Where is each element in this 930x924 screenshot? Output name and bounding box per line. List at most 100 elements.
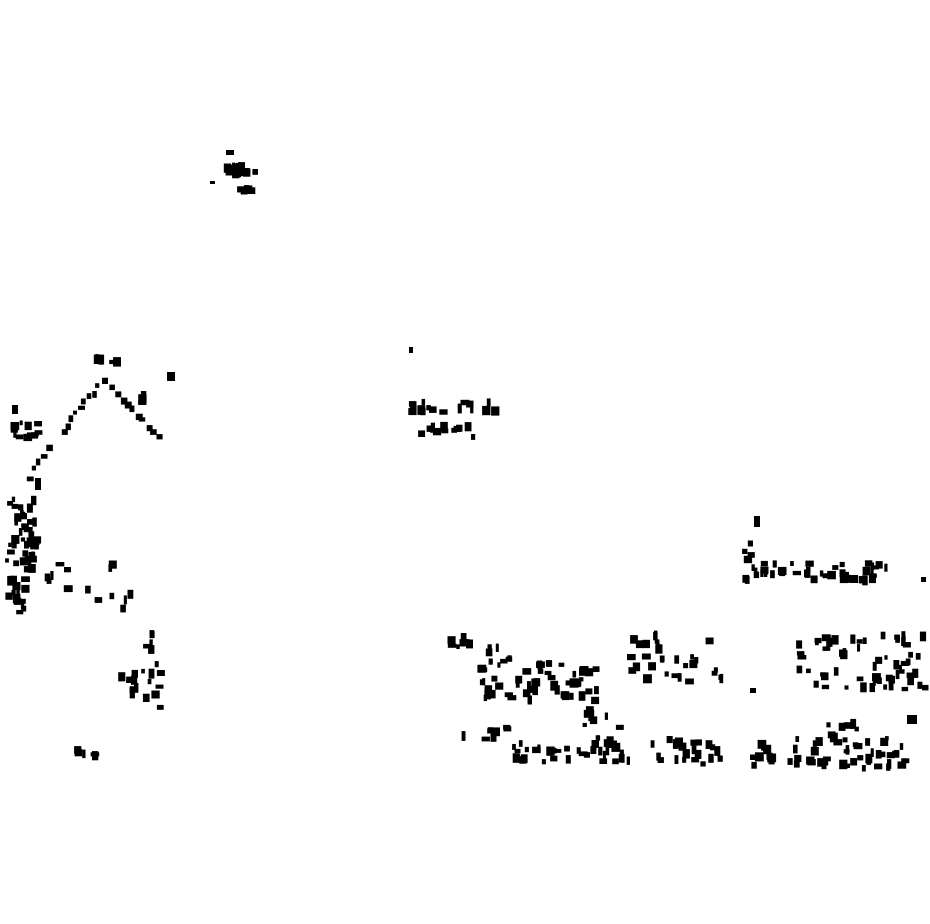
building	[456, 644, 460, 649]
building	[753, 571, 760, 579]
building	[779, 569, 786, 577]
building	[901, 637, 906, 646]
building	[500, 658, 508, 664]
building	[565, 755, 571, 764]
building	[907, 715, 917, 724]
building	[682, 749, 690, 759]
building	[763, 744, 772, 755]
building	[792, 570, 801, 576]
building	[524, 746, 529, 753]
building	[491, 675, 498, 682]
building	[210, 181, 215, 184]
building	[44, 573, 51, 582]
building	[497, 662, 501, 668]
building	[143, 643, 151, 649]
building	[899, 743, 904, 750]
building	[884, 655, 888, 660]
building	[757, 739, 767, 749]
building	[908, 651, 913, 658]
building	[35, 458, 41, 466]
building	[460, 633, 467, 642]
building	[31, 495, 37, 506]
building	[807, 759, 816, 766]
building	[630, 635, 638, 644]
building	[708, 753, 714, 763]
building	[921, 577, 926, 582]
building	[532, 746, 541, 754]
building	[65, 423, 71, 431]
building	[426, 405, 431, 411]
building	[109, 359, 118, 365]
building	[27, 564, 36, 573]
building	[488, 658, 493, 665]
building	[861, 765, 866, 772]
building	[747, 552, 755, 558]
building	[870, 565, 879, 570]
building	[8, 542, 12, 547]
building	[32, 517, 37, 527]
building	[73, 410, 77, 415]
building	[126, 676, 133, 683]
building	[770, 570, 775, 579]
building	[650, 740, 655, 748]
building	[884, 563, 888, 572]
building	[46, 444, 53, 452]
building	[870, 567, 874, 577]
building	[717, 755, 723, 762]
building	[572, 670, 577, 678]
building	[838, 722, 846, 731]
building	[595, 735, 601, 741]
building	[819, 570, 824, 577]
building	[705, 637, 714, 645]
building	[409, 405, 417, 416]
building	[880, 737, 889, 746]
building	[447, 643, 457, 648]
building	[917, 681, 923, 689]
building	[750, 754, 758, 760]
building	[797, 655, 807, 660]
building	[129, 686, 136, 693]
building	[606, 736, 614, 743]
building	[20, 513, 27, 520]
building	[894, 634, 900, 640]
building	[514, 748, 521, 754]
building	[666, 736, 673, 744]
building	[10, 575, 17, 584]
building	[857, 755, 864, 761]
building	[810, 746, 819, 756]
building	[10, 422, 20, 431]
building	[860, 682, 867, 693]
building	[21, 523, 26, 528]
building	[849, 575, 859, 583]
building	[839, 759, 848, 770]
building	[127, 589, 134, 599]
building	[99, 356, 104, 365]
building	[512, 744, 516, 750]
building	[518, 740, 523, 747]
building	[490, 732, 497, 742]
building	[569, 692, 574, 700]
building	[763, 572, 768, 577]
building	[635, 640, 644, 649]
building	[655, 644, 663, 654]
building	[814, 637, 822, 644]
building	[796, 651, 805, 656]
building	[34, 421, 42, 427]
building	[750, 688, 756, 693]
building	[155, 684, 164, 689]
building	[537, 668, 544, 674]
building	[850, 718, 857, 729]
building	[565, 680, 574, 686]
building	[512, 753, 520, 763]
building	[901, 758, 910, 764]
building	[760, 560, 768, 567]
building	[564, 745, 570, 752]
building	[902, 642, 911, 648]
building	[886, 763, 891, 771]
building	[844, 763, 850, 768]
building	[130, 675, 138, 685]
building	[18, 528, 23, 536]
building	[664, 671, 669, 677]
building	[772, 560, 777, 568]
building	[865, 753, 873, 764]
